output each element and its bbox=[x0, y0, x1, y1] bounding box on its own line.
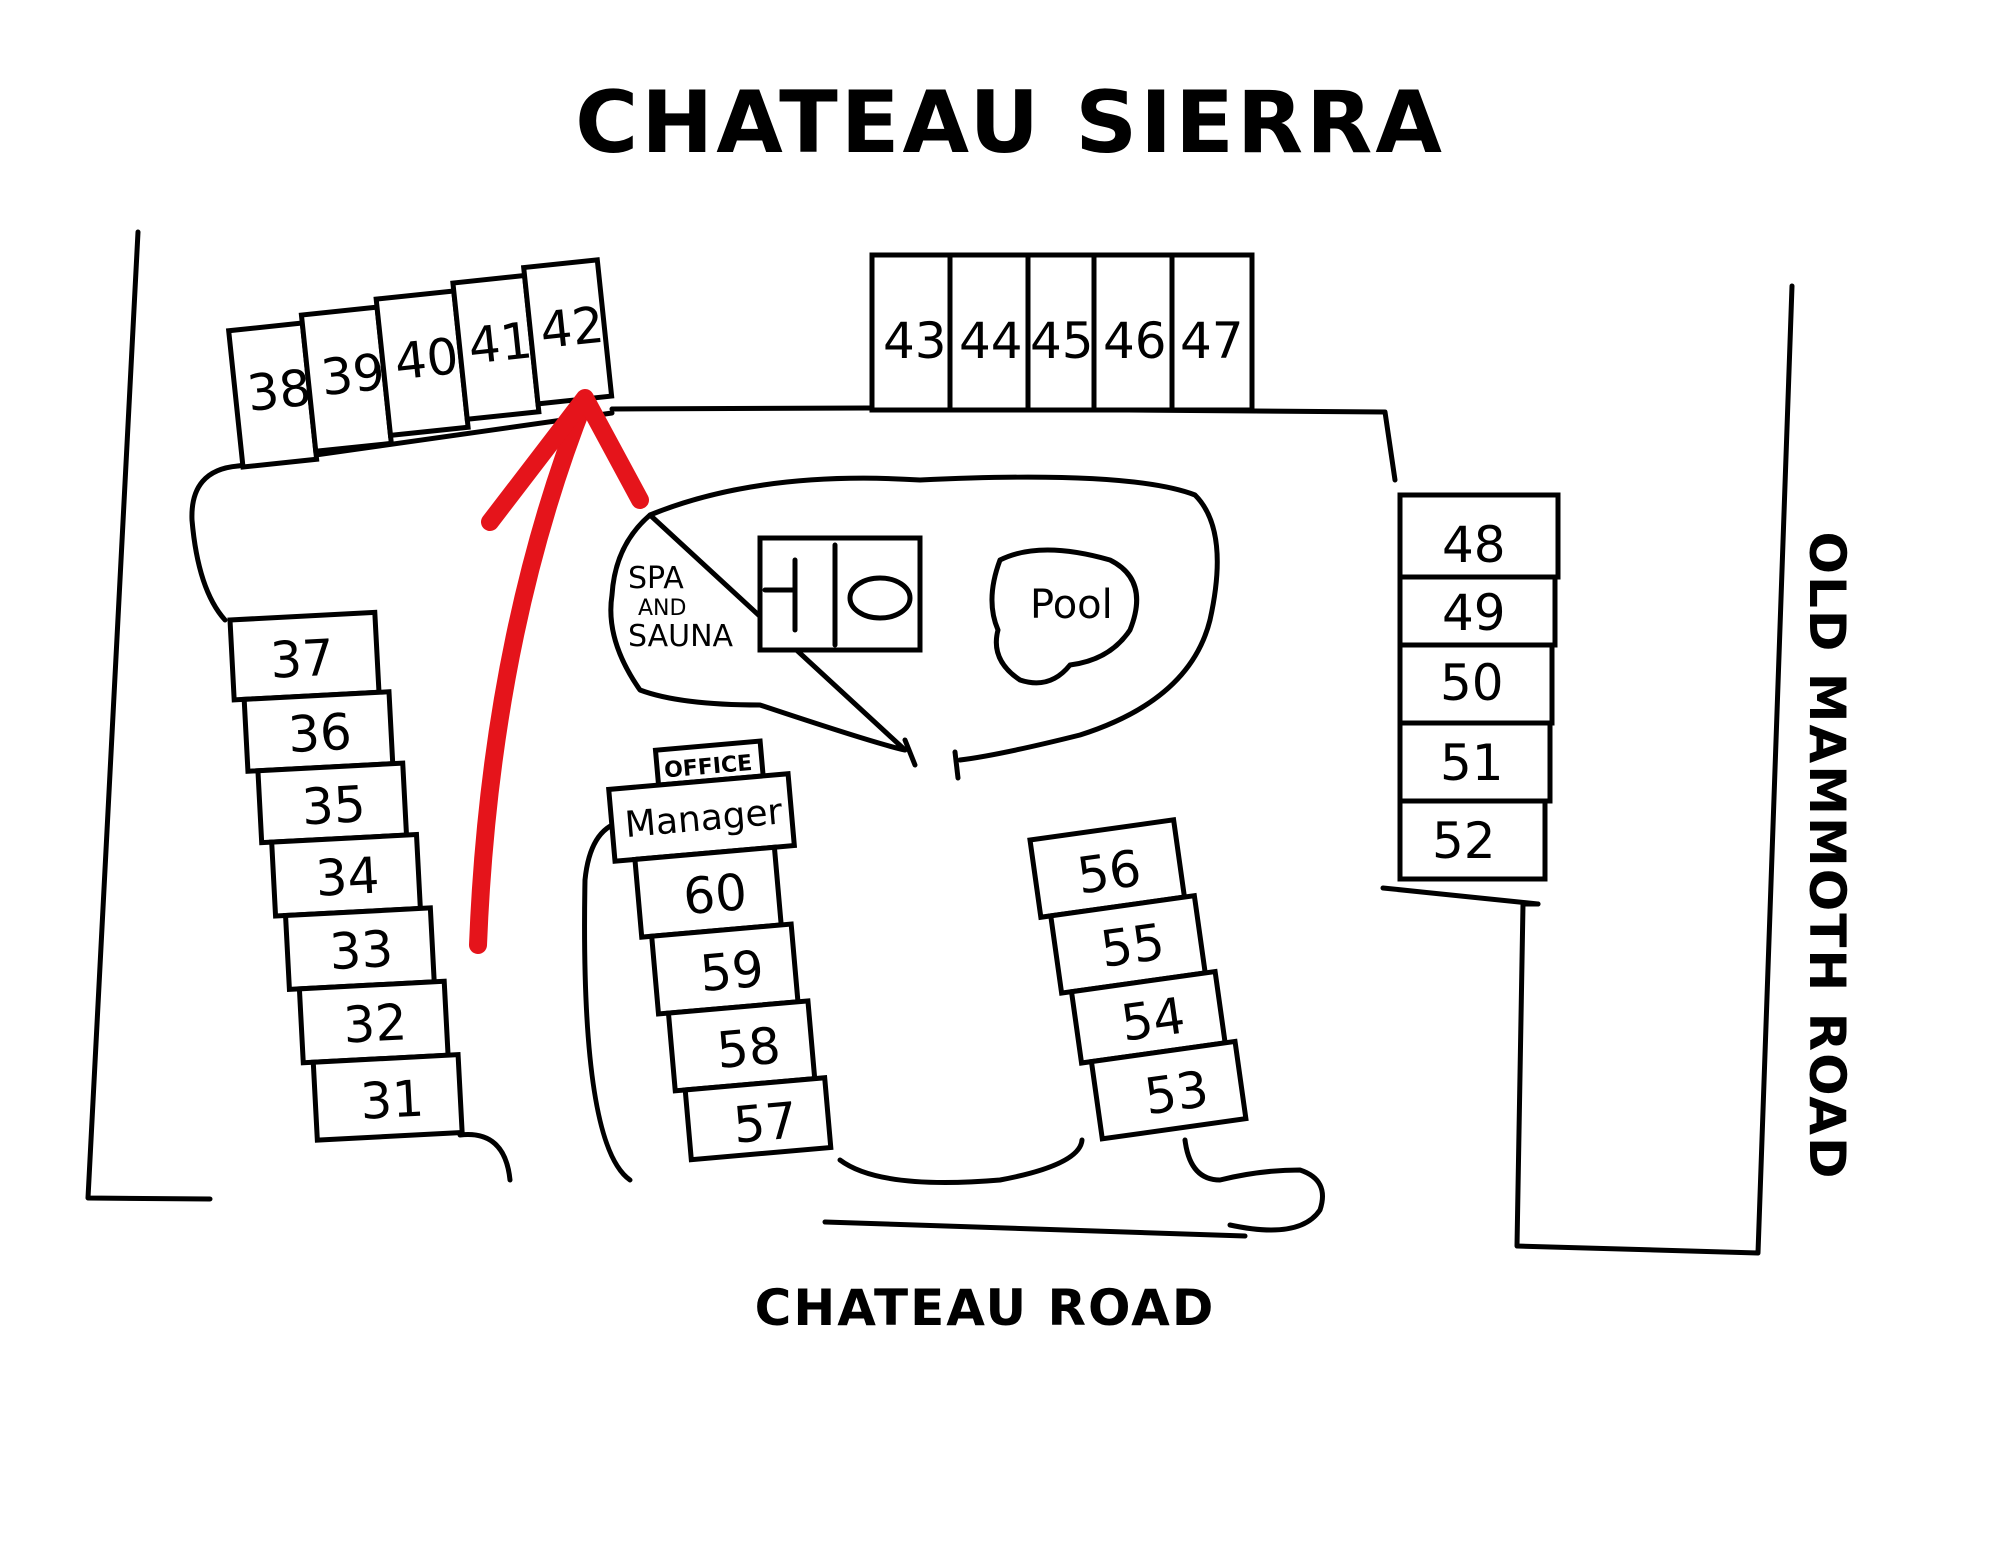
building-center: OFFICE Manager 60 59 58 57 bbox=[606, 738, 834, 1163]
unit-49-box bbox=[1397, 574, 1558, 648]
unit-53: 53 bbox=[1141, 1060, 1212, 1126]
unit-51-box bbox=[1397, 720, 1553, 804]
pool-label: Pool bbox=[1030, 582, 1113, 628]
old-mammoth-road-label: OLD MAMMOTH ROAD bbox=[1798, 532, 1856, 1181]
spa-label-2: AND bbox=[638, 596, 686, 621]
unit-35: 35 bbox=[300, 775, 367, 836]
unit-37: 37 bbox=[269, 629, 336, 690]
direction-arrow bbox=[469, 389, 649, 954]
unit-32: 32 bbox=[342, 993, 409, 1054]
unit-34: 34 bbox=[314, 847, 381, 908]
unit-38: 38 bbox=[244, 359, 313, 423]
unit-43-box bbox=[869, 252, 953, 413]
unit-41: 41 bbox=[466, 311, 535, 375]
unit-36: 36 bbox=[287, 703, 354, 764]
pool-courtyard bbox=[608, 474, 1220, 763]
pool bbox=[989, 547, 1140, 686]
chateau-road-label: CHATEAU ROAD bbox=[755, 1279, 1216, 1337]
unit-57-box bbox=[682, 1075, 834, 1163]
building-top-center: 43 44 45 46 47 bbox=[869, 252, 1255, 413]
unit-42: 42 bbox=[537, 296, 606, 360]
unit-47: 47 bbox=[1180, 312, 1244, 370]
unit-31-box bbox=[310, 1052, 465, 1143]
unit-56: 56 bbox=[1074, 839, 1145, 905]
unit-58: 58 bbox=[714, 1017, 782, 1080]
unit-52-box bbox=[1397, 798, 1548, 882]
unit-50: 50 bbox=[1440, 654, 1504, 712]
unit-39: 39 bbox=[318, 343, 387, 407]
unit-57: 57 bbox=[731, 1091, 799, 1154]
unit-46: 46 bbox=[1103, 312, 1167, 370]
map-title: CHATEAU SIERRA bbox=[575, 73, 1445, 173]
building-center-right: 56 55 54 53 bbox=[1027, 816, 1249, 1142]
unit-45: 45 bbox=[1030, 312, 1094, 370]
unit-53-box bbox=[1088, 1038, 1249, 1142]
building-top-left: 38 39 40 41 42 bbox=[225, 257, 615, 470]
unit-43: 43 bbox=[883, 312, 947, 370]
unit-54: 54 bbox=[1117, 986, 1188, 1052]
unit-52: 52 bbox=[1432, 812, 1496, 870]
building-right: 48 49 50 51 52 bbox=[1397, 492, 1561, 882]
unit-40: 40 bbox=[392, 327, 461, 391]
unit-31: 31 bbox=[359, 1070, 426, 1131]
unit-47-box bbox=[1169, 252, 1255, 413]
unit-51: 51 bbox=[1440, 734, 1504, 792]
spa-label-1: SPA bbox=[628, 561, 684, 596]
unit-48-box bbox=[1397, 492, 1561, 580]
spa-sauna-building bbox=[757, 535, 923, 653]
spa-label-3: SAUNA bbox=[628, 619, 734, 654]
unit-55: 55 bbox=[1097, 913, 1168, 979]
unit-33: 33 bbox=[328, 920, 395, 981]
unit-59: 59 bbox=[698, 940, 766, 1003]
unit-49: 49 bbox=[1442, 584, 1506, 642]
unit-44: 44 bbox=[959, 312, 1023, 370]
unit-60: 60 bbox=[681, 863, 749, 926]
unit-48: 48 bbox=[1442, 516, 1506, 574]
building-left: 37 36 35 34 33 32 31 bbox=[227, 609, 465, 1143]
